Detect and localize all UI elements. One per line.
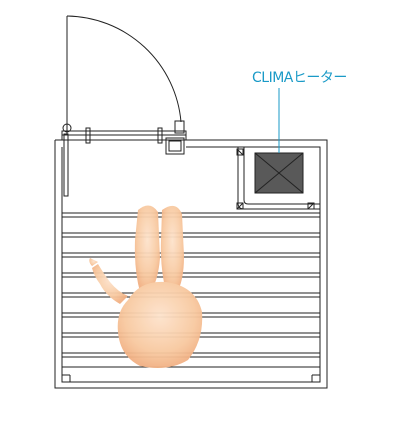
- heater-unit: [254, 152, 304, 194]
- cabin-walls: [54, 139, 328, 389]
- door-leaf: [61, 120, 187, 155]
- door-swing: [62, 15, 182, 197]
- heater-guard: [236, 147, 320, 210]
- heater-label: CLIMAヒーター: [252, 70, 347, 86]
- person-figure: [89, 205, 203, 368]
